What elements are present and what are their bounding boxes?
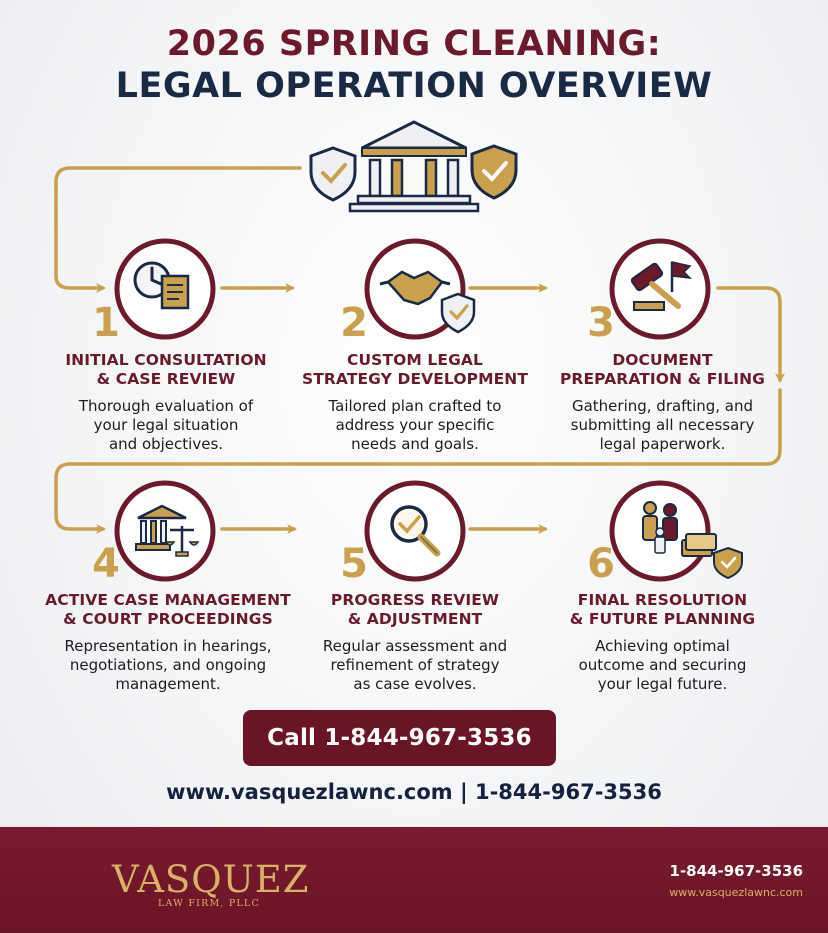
step-desc-5: Regular assessment and refinement of str…: [300, 637, 530, 694]
call-button[interactable]: Call 1-844-967-3536: [243, 710, 556, 766]
step-title-1-line2: & CASE REVIEW: [96, 370, 236, 388]
step-desc-6: Achieving optimal outcome and securing y…: [555, 637, 770, 694]
footer-phone[interactable]: 1-844-967-3536: [669, 862, 803, 880]
step-title-1-line1: INITIAL CONSULTATION: [65, 351, 267, 369]
contact-line[interactable]: www.vasquezlawnc.com | 1-844-967-3536: [166, 780, 662, 804]
step-number-1: 1: [92, 300, 120, 346]
step-desc-1-line1: Thorough evaluation of: [78, 397, 254, 415]
step-number-6: 6: [587, 541, 615, 587]
arrow-3-down: [716, 286, 785, 383]
step-desc-6-line2: outcome and securing: [578, 656, 747, 674]
courthouse-icon: [348, 120, 480, 213]
shield-check-icon-right: [470, 144, 518, 200]
clock-document-icon: [133, 261, 190, 310]
step-desc-6-line3: your legal future.: [597, 675, 728, 693]
arrow-intro-to-1: [54, 166, 302, 293]
step-title-2-line1: CUSTOM LEGAL: [347, 351, 483, 369]
step-title-5-line1: PROGRESS REVIEW: [330, 591, 500, 609]
step-desc-4-line3: management.: [115, 675, 221, 693]
step-title-6-line1: FINAL RESOLUTION: [577, 591, 748, 609]
step-title-3-line2: PREPARATION & FILING: [559, 370, 766, 388]
step-title-6-line2: & FUTURE PLANNING: [569, 610, 756, 628]
step-desc-5-line2: refinement of strategy: [330, 656, 500, 674]
step-desc-1-line2: your legal situation: [93, 416, 239, 434]
step-title-4: ACTIVE CASE MANAGEMENT & COURT PROCEEDIN…: [30, 591, 306, 629]
magnifier-check-icon: [390, 505, 441, 557]
step-title-3-line1: DOCUMENT: [612, 351, 713, 369]
step-title-6: FINAL RESOLUTION & FUTURE PLANNING: [555, 591, 770, 629]
flow-connectors: [54, 166, 785, 534]
gavel-flag-icon: [630, 261, 693, 311]
family-money-icon: [642, 501, 743, 580]
courthouse-scales-icon: [135, 504, 200, 557]
step-desc-4: Representation in hearings, negotiations…: [30, 637, 306, 694]
step-title-4-line2: & COURT PROCEEDINGS: [63, 610, 273, 628]
step-title-3: DOCUMENT PREPARATION & FILING: [545, 351, 780, 389]
arrow-3-to-4: [54, 388, 782, 534]
shield-check-icon-left: [309, 146, 357, 202]
brand-subtitle: LAW FIRM, PLLC: [158, 898, 260, 909]
step-desc-1-line3: and objectives.: [108, 435, 224, 453]
step-desc-5-line3: as case evolves.: [353, 675, 477, 693]
step-desc-3: Gathering, drafting, and submitting all …: [545, 397, 780, 454]
step-title-1: INITIAL CONSULTATION & CASE REVIEW: [40, 351, 292, 389]
step-desc-2-line1: Tailored plan crafted to: [328, 397, 502, 415]
handshake-shield-icon: [379, 270, 476, 334]
step-number-3: 3: [587, 300, 615, 346]
page-title-line2: LEGAL OPERATION OVERVIEW: [115, 66, 713, 106]
brand-name: VASQUEZ: [112, 858, 310, 901]
step-desc-3-line1: Gathering, drafting, and: [571, 397, 754, 415]
step-desc-3-line3: legal paperwork.: [599, 435, 726, 453]
step-desc-5-line1: Regular assessment and: [322, 637, 508, 655]
footer-bar: [0, 827, 828, 933]
step-title-4-line1: ACTIVE CASE MANAGEMENT: [45, 591, 291, 609]
step-desc-6-line1: Achieving optimal: [595, 637, 730, 655]
step-number-4: 4: [92, 541, 120, 587]
step-desc-2: Tailored plan crafted to address your sp…: [290, 397, 540, 454]
step-title-5-line2: & ADJUSTMENT: [347, 610, 483, 628]
step-title-2: CUSTOM LEGAL STRATEGY DEVELOPMENT: [290, 351, 540, 389]
step-desc-1: Thorough evaluation of your legal situat…: [40, 397, 292, 454]
step-title-2-line2: STRATEGY DEVELOPMENT: [301, 370, 529, 388]
step-title-5: PROGRESS REVIEW & ADJUSTMENT: [300, 591, 530, 629]
step-desc-3-line2: submitting all necessary: [570, 416, 755, 434]
step-desc-2-line3: needs and goals.: [351, 435, 479, 453]
step-number-5: 5: [340, 541, 368, 587]
footer-url[interactable]: www.vasquezlawnc.com: [669, 886, 803, 899]
page-title-line1: 2026 SPRING CLEANING:: [166, 24, 662, 64]
step-desc-2-line2: address your specific: [335, 416, 495, 434]
step-desc-4-line2: negotiations, and ongoing: [69, 656, 267, 674]
step-number-2: 2: [340, 300, 368, 346]
step-desc-4-line1: Representation in hearings,: [64, 637, 272, 655]
